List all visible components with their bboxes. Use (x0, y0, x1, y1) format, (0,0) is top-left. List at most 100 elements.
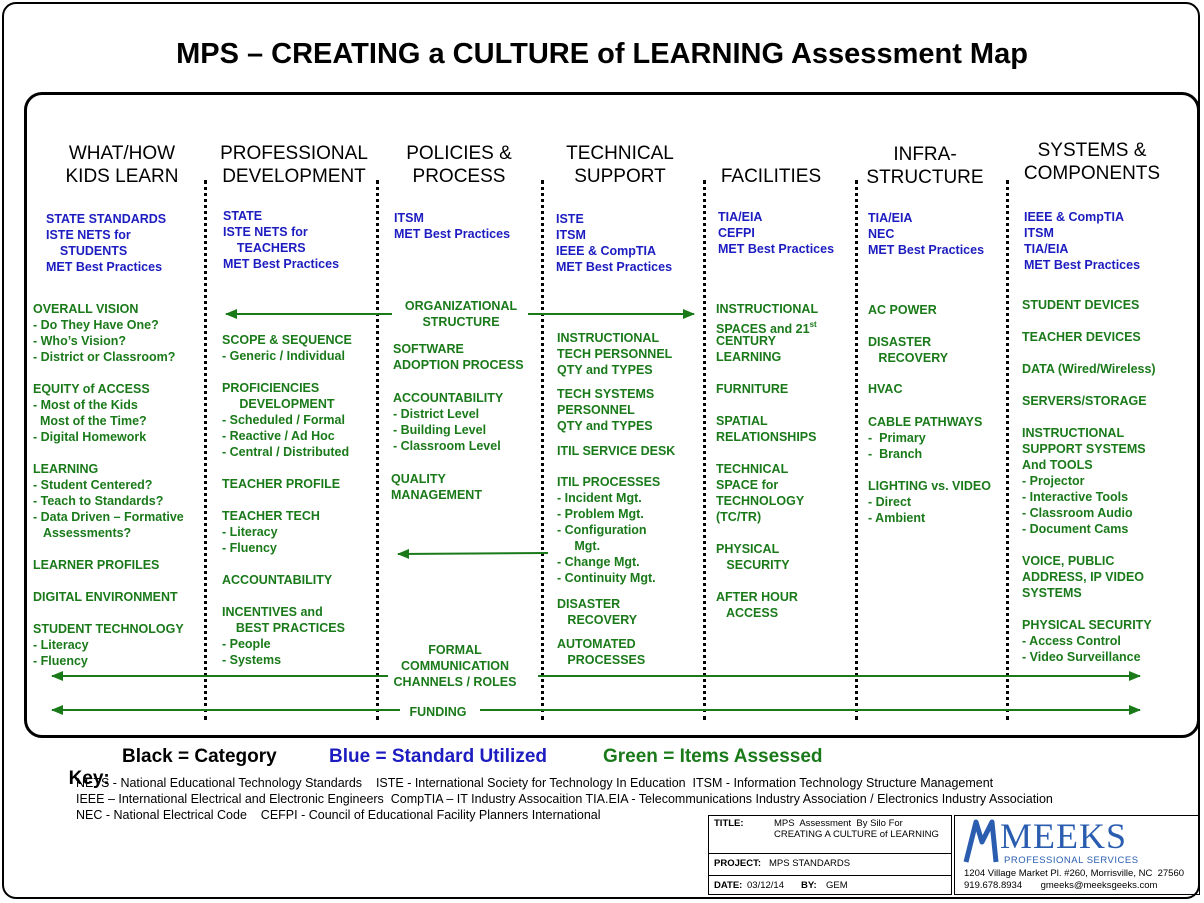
title-value: MPS Assessment By Silo For CREATING A CU… (774, 818, 939, 840)
date-label: DATE: (714, 880, 743, 891)
logo-block (954, 815, 1200, 895)
company-contact: 919.678.8934 gmeeks@meeksgeeks.com (964, 880, 1158, 891)
item-tech-systems-personnel: TECH SYSTEMS PERSONNEL QTY and TYPES (557, 387, 655, 433)
itil-processes-arrow (397, 548, 549, 559)
category-professional-development: PROFESSIONAL DEVELOPMENT (210, 142, 378, 188)
item-software-adoption: SOFTWARE ADOPTION PROCESS (393, 342, 524, 372)
item-instructional-spaces: INSTRUCTIONAL SPACES and 21st (716, 301, 818, 337)
column-divider (541, 180, 544, 720)
item-spatial-relationships: SPATIAL RELATIONSHIPS (716, 414, 817, 444)
item-data-wired-wireless: DATA (Wired/Wireless) (1022, 362, 1156, 376)
category-line-1: SYSTEMS & (1037, 140, 1147, 161)
item-proficiencies-development: PROFICIENCIES DEVELOPMENT - Scheduled / … (222, 381, 350, 459)
key-label: Key: (68, 768, 110, 789)
category-line-1: POLICIES & (406, 143, 512, 164)
abbreviation-line: NETS - National Educational Technology S… (76, 776, 994, 790)
category-line-2: STRUCTURE (866, 167, 984, 188)
project-label: PROJECT: (714, 858, 761, 869)
category-systems-components: SYSTEMS & COMPONENTS (1012, 139, 1172, 185)
title-block (708, 815, 952, 895)
standards-policies: ITSM MET Best Practices (394, 211, 511, 241)
item-century-learning: CENTURY LEARNING (716, 334, 782, 364)
item-voice-pa-ip-video: VOICE, PUBLIC ADDRESS, IP VIDEO SYSTEMS (1022, 554, 1145, 600)
column-divider (703, 180, 706, 720)
category-line-2: SUPPORT (574, 166, 666, 187)
standards-facilities: TIA/EIA CEFPI MET Best Practices (718, 210, 835, 256)
standards-kids: STATE STANDARDS ISTE NETS for STUDENTS M… (46, 212, 167, 274)
company-address: 1204 Village Market Pl. #260, Morrisvill… (964, 868, 1185, 879)
column-divider (376, 180, 379, 720)
category-line-1: TECHNICAL (566, 143, 674, 164)
instructional-spaces-text: INSTRUCTIONAL SPACES and 21 (716, 302, 819, 336)
item-hvac: HVAC (868, 382, 903, 396)
item-instructional-tech-personnel: INSTRUCTIONAL TECH PERSONNEL QTY and TYP… (557, 331, 673, 377)
logo-subtitle: PROFESSIONAL SERVICES (1004, 855, 1139, 866)
item-physical-security-systems: PHYSICAL SECURITY - Access Control - Vid… (1022, 618, 1152, 664)
abbreviation-line: IEEE – International Electrical and Elec… (76, 792, 1053, 806)
item-digital-environment: DIGITAL ENVIRONMENT (33, 590, 178, 604)
category-line-2: KIDS LEARN (65, 166, 179, 187)
category-line-1: INFRA- (893, 144, 957, 165)
category-facilities: FACILITIES (706, 142, 836, 188)
by-value: GEM (826, 880, 848, 891)
item-after-hour-access: AFTER HOUR ACCESS (716, 590, 798, 620)
category-line-1: PROFESSIONAL (220, 143, 368, 164)
item-organizational-structure: ORGANIZATIONAL STRUCTURE (404, 299, 518, 329)
date-value: 03/12/14 (747, 880, 784, 891)
title-block-rule (708, 853, 952, 854)
item-instructional-support-systems: INSTRUCTIONAL SUPPORT SYSTEMS And TOOLS … (1022, 426, 1146, 536)
logo-wordmark: MEEKS (1000, 816, 1128, 856)
item-itil-processes: ITIL PROCESSES - Incident Mgt. - Problem… (557, 475, 661, 585)
superscript-st: st (809, 320, 817, 329)
standards-pd: STATE ISTE NETS for TEACHERS MET Best Pr… (223, 209, 340, 271)
item-incentives-best-practices: INCENTIVES and BEST PRACTICES - People -… (222, 605, 345, 667)
item-learning: LEARNING - Student Centered? - Teach to … (33, 462, 184, 540)
category-technical-support: TECHNICAL SUPPORT (544, 142, 696, 188)
item-scope-sequence: SCOPE & SEQUENCE - Generic / Individual (222, 333, 352, 363)
item-servers-storage: SERVERS/STORAGE (1022, 394, 1147, 408)
item-furniture: FURNITURE (716, 382, 789, 396)
item-disaster-recovery: DISASTER RECOVERY (557, 597, 638, 627)
abbreviation-line: NEC - National Electrical Code CEFPI - C… (76, 808, 601, 822)
category-line-2: FACILITIES (720, 166, 822, 187)
column-divider (855, 180, 858, 720)
assessment-map-box (24, 92, 1200, 738)
item-accountability-levels: ACCOUNTABILITY - District Level - Buildi… (393, 391, 504, 453)
item-formal-communication: FORMAL COMMUNICATION CHANNELS / ROLES (393, 643, 517, 689)
title-block-rule (708, 875, 952, 876)
category-line-2: DEVELOPMENT (222, 166, 366, 187)
category-line-1: WHAT/HOW (68, 143, 176, 164)
item-teacher-tech: TEACHER TECH - Literacy - Fluency (222, 509, 320, 555)
category-line-2: COMPONENTS (1023, 163, 1161, 184)
item-teacher-profile: TEACHER PROFILE (222, 477, 341, 491)
project-value: MPS STANDARDS (769, 858, 851, 869)
meeks-logo-mark (963, 819, 999, 863)
key-black: Black = Category (122, 746, 277, 767)
item-accountability: ACCOUNTABILITY (222, 573, 333, 587)
column-divider (204, 180, 207, 720)
item-quality-management: QUALITY MANAGEMENT (391, 472, 482, 502)
item-cable-pathways: CABLE PATHWAYS - Primary - Branch (868, 415, 983, 461)
key-green: Green = Items Assessed (603, 746, 823, 767)
key-legend: Key: (58, 746, 110, 790)
by-label: BY: (801, 880, 817, 891)
category-what-how-kids-learn: WHAT/HOW KIDS LEARN (40, 142, 204, 188)
item-physical-security: PHYSICAL SECURITY (716, 542, 790, 572)
item-teacher-devices: TEACHER DEVICES (1022, 330, 1141, 344)
page-title: MPS – CREATING a CULTURE of LEARNING Ass… (176, 38, 1028, 70)
standards-infra: TIA/EIA NEC MET Best Practices (868, 211, 985, 257)
item-learner-profiles: LEARNER PROFILES (33, 558, 160, 572)
item-student-devices: STUDENT DEVICES (1022, 298, 1140, 312)
standards-tech: ISTE ITSM IEEE & CompTIA MET Best Practi… (556, 212, 673, 274)
category-policies-process: POLICIES & PROCESS (380, 142, 538, 188)
item-technical-space: TECHNICAL SPACE for TECHNOLOGY (TC/TR) (716, 462, 805, 524)
item-itil-service-desk: ITIL SERVICE DESK (557, 444, 676, 458)
key-blue: Blue = Standard Utilized (329, 746, 548, 767)
item-equity-of-access: EQUITY of ACCESS - Most of the Kids Most… (33, 382, 150, 444)
item-overall-vision: OVERALL VISION - Do They Have One? - Who… (33, 302, 176, 364)
standards-systems: IEEE & CompTIA ITSM TIA/EIA MET Best Pra… (1024, 210, 1141, 272)
item-student-technology: STUDENT TECHNOLOGY - Literacy - Fluency (33, 622, 184, 668)
item-disaster-recovery-infra: DISASTER RECOVERY (868, 335, 949, 365)
column-divider (1006, 180, 1009, 720)
